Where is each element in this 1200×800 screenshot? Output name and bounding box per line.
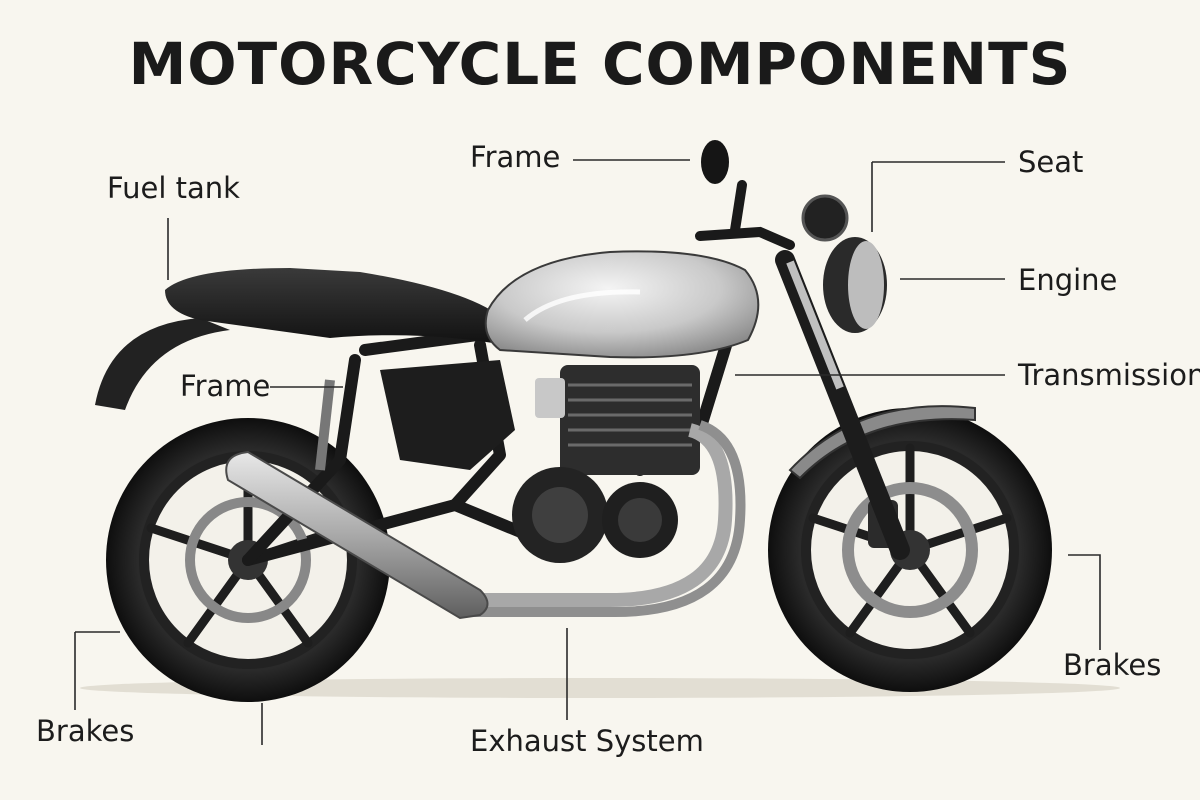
headlight (823, 237, 887, 333)
gauge (801, 194, 849, 242)
label-fuel-tank: Fuel tank (107, 171, 240, 205)
page-title: MOTORCYCLE COMPONENTS (128, 30, 1072, 98)
front-forks (775, 250, 910, 560)
label-frame-top: Frame (470, 140, 561, 174)
label-seat: Seat (1018, 145, 1084, 179)
ground-shadow (80, 678, 1120, 698)
leader-lines (74, 159, 1101, 745)
rear-shock (315, 379, 335, 471)
handlebar (695, 180, 795, 250)
side-panel (380, 360, 515, 470)
mirror (701, 140, 729, 184)
label-transmission: Transmission (1018, 358, 1200, 392)
fuel-tank (484, 250, 760, 359)
engine-block (512, 365, 700, 563)
muffler (225, 450, 489, 620)
label-engine: Engine (1018, 263, 1118, 297)
label-frame-mid: Frame (180, 369, 271, 403)
seat (165, 268, 505, 345)
label-brakes-right: Brakes (1063, 648, 1162, 682)
label-brakes-left: Brakes (36, 714, 135, 748)
rear-fender (95, 318, 230, 410)
label-exhaust-system: Exhaust System (470, 724, 704, 758)
exhaust-header (470, 423, 733, 607)
